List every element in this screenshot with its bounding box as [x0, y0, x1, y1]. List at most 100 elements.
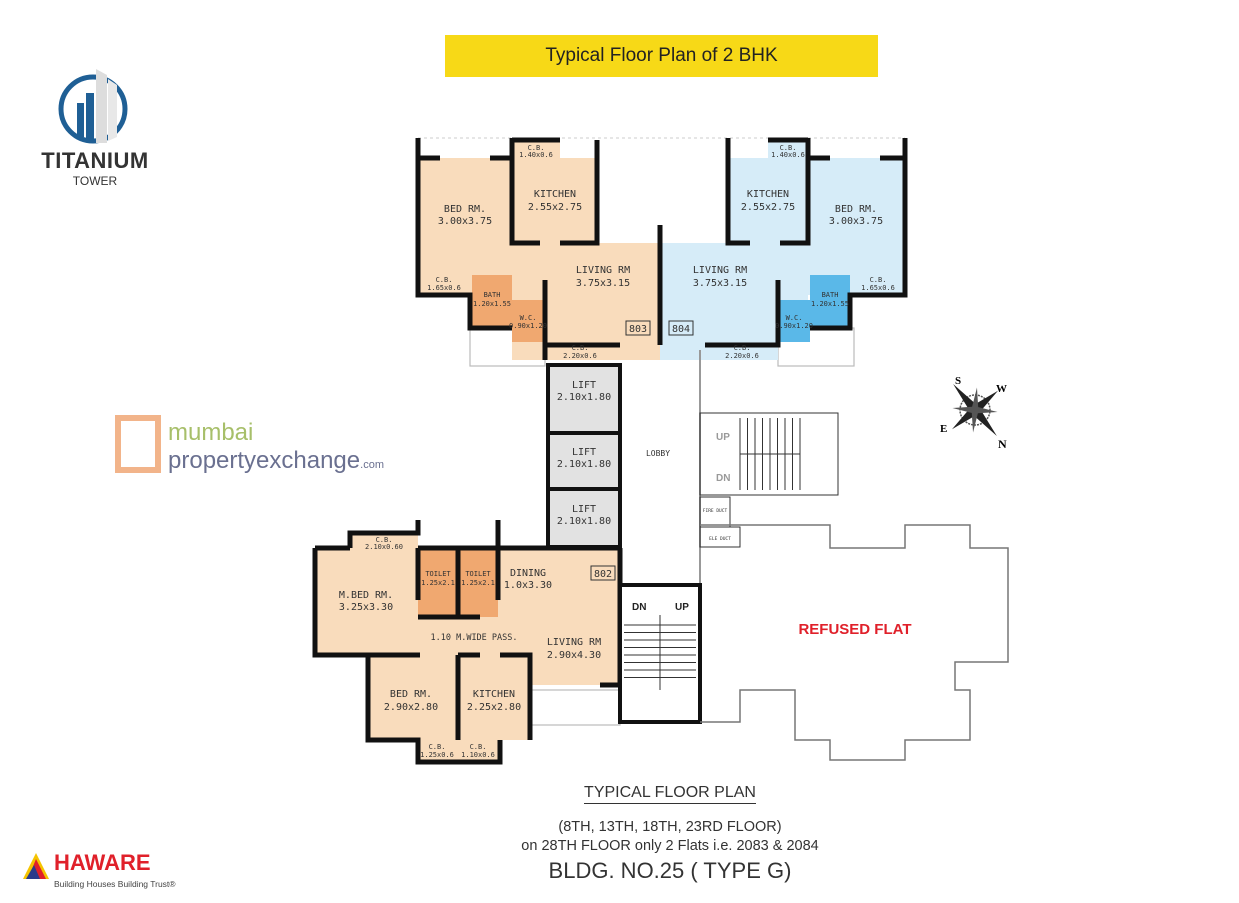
svg-text:LIFT: LIFT	[572, 380, 596, 391]
svg-text:BATH: BATH	[822, 291, 839, 299]
svg-text:LIVING RM: LIVING RM	[547, 637, 601, 648]
svg-text:TOILET: TOILET	[425, 570, 451, 578]
svg-text:1.65x0.6: 1.65x0.6	[427, 284, 461, 292]
flat-number-803: 803	[629, 324, 647, 335]
svg-text:1.10 M.WIDE PASS.: 1.10 M.WIDE PASS.	[431, 633, 518, 643]
haware-logo: HAWARE Building Houses Building Trust®	[22, 851, 176, 889]
flat-804	[660, 140, 905, 360]
svg-text:2.10x1.80: 2.10x1.80	[557, 392, 611, 403]
svg-text:LIVING RM: LIVING RM	[693, 265, 747, 276]
tower-logo-icon	[58, 69, 128, 144]
svg-text:FIRE DUCT: FIRE DUCT	[703, 508, 728, 514]
labels-803: BED RM.3.00x3.75 KITCHEN 2.55x2.75 LIVING…	[427, 144, 651, 360]
svg-text:2.55x2.75: 2.55x2.75	[741, 202, 795, 213]
compass-e: E	[940, 423, 947, 435]
svg-text:C.B.: C.B.	[528, 144, 545, 152]
svg-text:2.20x0.6: 2.20x0.6	[563, 352, 597, 360]
svg-text:0.90x1.20: 0.90x1.20	[509, 322, 547, 330]
watermark-suffix: .com	[360, 459, 384, 471]
compass-n: N	[998, 437, 1007, 451]
svg-text:1.10x0.6: 1.10x0.6	[461, 751, 495, 759]
svg-text:LIFT: LIFT	[572, 504, 596, 515]
svg-text:2.20x0.6: 2.20x0.6	[725, 352, 759, 360]
svg-text:2.90x2.80: 2.90x2.80	[384, 702, 438, 713]
flat-802	[315, 533, 620, 762]
svg-text:KITCHEN: KITCHEN	[747, 189, 789, 200]
svg-text:C.B.: C.B.	[470, 743, 487, 751]
svg-text:UP: UP	[716, 432, 730, 443]
svg-text:1.40x0.6: 1.40x0.6	[519, 151, 553, 159]
caption-title: TYPICAL FLOOR PLAN	[400, 784, 940, 804]
svg-text:KITCHEN: KITCHEN	[473, 689, 515, 700]
watermark-line1: mumbai	[168, 419, 253, 446]
svg-text:1.0x3.30: 1.0x3.30	[504, 580, 552, 591]
svg-text:2.90x4.30: 2.90x4.30	[547, 650, 601, 661]
svg-text:C.B.: C.B.	[429, 743, 446, 751]
svg-text:3.75x3.15: 3.75x3.15	[693, 278, 747, 289]
watermark: mumbai propertyexchange.com	[115, 415, 384, 474]
refused-flat-label: REFUSED FLAT	[798, 621, 911, 638]
compass-w: W	[996, 383, 1007, 395]
svg-text:0.90x1.20: 0.90x1.20	[775, 322, 813, 330]
svg-text:2.25x2.80: 2.25x2.80	[467, 702, 521, 713]
refused-flat-outline	[700, 524, 1009, 761]
svg-text:C.B.: C.B.	[870, 276, 887, 284]
flat-number-802: 802	[594, 569, 612, 580]
lift-core	[546, 363, 622, 549]
svg-text:C.B.: C.B.	[572, 344, 589, 352]
svg-text:1.65x0.6: 1.65x0.6	[861, 284, 895, 292]
project-name: TITANIUM	[41, 148, 149, 173]
svg-text:LIFT: LIFT	[572, 447, 596, 458]
haware-triangle-icon	[23, 853, 49, 879]
caption-building: BLDG. NO.25 ( TYPE G)	[548, 858, 792, 883]
labels-804: BED RM.3.00x3.75 KITCHEN 2.55x2.75 LIVING…	[668, 144, 895, 360]
svg-text:1.40x0.6: 1.40x0.6	[771, 151, 805, 159]
svg-text:2.10x1.80: 2.10x1.80	[557, 459, 611, 470]
svg-text:3.00x3.75: 3.00x3.75	[438, 216, 492, 227]
svg-text:2.10x0.60: 2.10x0.60	[365, 543, 403, 551]
svg-text:1.20x1.55: 1.20x1.55	[811, 300, 849, 308]
plan-title-banner: Typical Floor Plan of 2 BHK	[445, 35, 878, 77]
svg-text:2.10x1.80: 2.10x1.80	[557, 516, 611, 527]
svg-text:TOILET: TOILET	[465, 570, 491, 578]
compass-s: S	[955, 375, 961, 387]
svg-text:3.00x3.75: 3.00x3.75	[829, 216, 883, 227]
svg-text:LOBBY: LOBBY	[646, 449, 670, 458]
svg-text:BED RM.: BED RM.	[390, 689, 432, 700]
svg-text:W.C.: W.C.	[786, 314, 803, 322]
svg-text:C.B.: C.B.	[780, 144, 797, 152]
flat-number-804: 804	[672, 324, 690, 335]
svg-text:C.B.: C.B.	[376, 536, 393, 544]
svg-text:DN: DN	[632, 602, 646, 613]
svg-text:DN: DN	[716, 473, 730, 484]
svg-text:UP: UP	[675, 602, 689, 613]
svg-text:BED RM.: BED RM.	[835, 204, 877, 215]
svg-text:M.BED RM.: M.BED RM.	[339, 590, 393, 601]
flat-803	[418, 140, 660, 360]
titanium-tower-logo: TITANIUM TOWER	[30, 65, 160, 188]
svg-text:W.C.: W.C.	[520, 314, 537, 322]
svg-text:BED RM.: BED RM.	[444, 204, 486, 215]
svg-text:LIVING RM: LIVING RM	[576, 265, 630, 276]
developer-tagline: Building Houses Building Trust®	[54, 879, 176, 889]
upper-staircase	[699, 412, 839, 548]
svg-text:2.55x2.75: 2.55x2.75	[528, 202, 582, 213]
svg-text:C.B.: C.B.	[436, 276, 453, 284]
svg-text:C.B.: C.B.	[734, 344, 751, 352]
svg-text:ELE DUCT: ELE DUCT	[709, 536, 731, 542]
svg-text:3.25x3.30: 3.25x3.30	[339, 602, 393, 613]
developer-name: HAWARE	[54, 850, 151, 875]
svg-text:DINING: DINING	[510, 568, 546, 579]
svg-text:1.25x0.6: 1.25x0.6	[420, 751, 454, 759]
svg-text:1.20x1.55: 1.20x1.55	[473, 300, 511, 308]
svg-text:1.25x2.1: 1.25x2.1	[421, 579, 455, 587]
compass-rose-icon	[952, 383, 998, 437]
svg-text:1.25x2.1: 1.25x2.1	[461, 579, 495, 587]
svg-text:BATH: BATH	[484, 291, 501, 299]
svg-text:KITCHEN: KITCHEN	[534, 189, 576, 200]
lower-staircase	[618, 583, 702, 724]
caption-floors: (8TH, 13TH, 18TH, 23RD FLOOR)on 28TH FLO…	[521, 819, 819, 854]
labels-802: M.BED RM.3.25x3.30 C.B.2.10x0.60 TOILET1…	[339, 536, 616, 759]
